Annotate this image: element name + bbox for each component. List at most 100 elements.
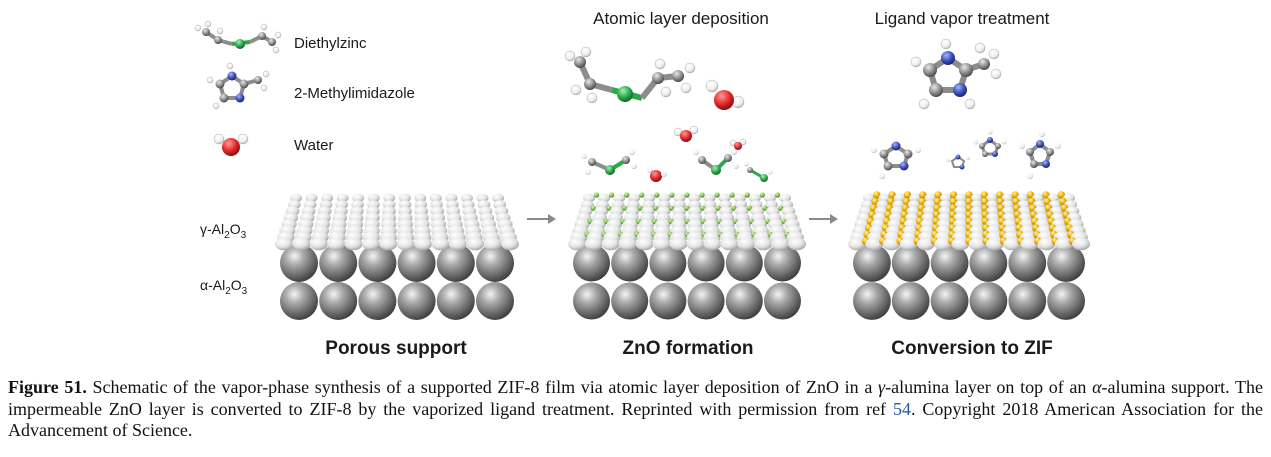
- gamma-sphere: [1037, 237, 1056, 251]
- gamma-sphere: [309, 237, 328, 251]
- alpha-alumina-spheres: [853, 244, 1085, 320]
- alpha-sphere: [358, 282, 397, 320]
- legend-label-water: Water: [294, 137, 333, 154]
- zif-particle: [1057, 191, 1066, 199]
- gamma-sphere: [635, 237, 654, 251]
- zif-particle: [1026, 191, 1035, 199]
- gamma-sphere: [643, 193, 656, 203]
- gamma-sphere: [367, 193, 380, 203]
- alpha-sphere: [649, 282, 687, 320]
- zno-particle: [606, 205, 612, 211]
- zif-particle: [949, 191, 958, 199]
- caption-text-1: Schematic of the vapor-phase synthesis o…: [86, 377, 879, 397]
- gamma-sphere: [1032, 193, 1045, 203]
- zno-particle: [729, 192, 735, 198]
- alpha-sphere: [611, 244, 649, 282]
- reference-link[interactable]: 54: [892, 398, 911, 419]
- gamma-sphere: [652, 237, 671, 251]
- water-small-icon: [673, 125, 699, 142]
- zno-particle: [684, 205, 690, 211]
- gamma-sphere: [955, 193, 968, 203]
- alpha-sphere: [930, 282, 969, 320]
- alpha-sphere: [969, 282, 1008, 320]
- alpha-sphere: [436, 282, 475, 320]
- gamma-sphere: [1003, 237, 1022, 251]
- alpha-sphere: [853, 244, 891, 282]
- gamma-sphere: [771, 237, 790, 251]
- zno-particle: [609, 192, 615, 198]
- gamma-sphere: [1072, 237, 1090, 251]
- water-large-icon: [705, 79, 745, 110]
- step-arrow-1: [527, 214, 556, 224]
- gamma-sphere: [327, 237, 346, 251]
- gamma-sphere: [414, 193, 427, 203]
- gamma-sphere: [598, 193, 611, 203]
- gamma-sphere: [583, 193, 595, 203]
- step-bottom-label-zno: ZnO formation: [623, 338, 754, 359]
- gamma-sphere: [909, 193, 922, 203]
- step-top-label-ald: Atomic layer deposition: [593, 9, 769, 28]
- gamma-sphere: [899, 237, 918, 251]
- legend-label-diethylzinc: Diethylzinc: [294, 35, 367, 52]
- gamma-sphere: [429, 193, 442, 203]
- gamma-alumina-label: γ-Al2O3: [200, 221, 247, 241]
- zno-particle: [622, 205, 628, 211]
- alpha-sphere: [319, 244, 358, 282]
- methylimidazole-molecule-icon: [206, 62, 270, 110]
- gamma-sphere: [618, 237, 637, 251]
- gamma-sphere: [970, 193, 983, 203]
- zno-particle: [759, 192, 766, 198]
- zno-particle: [668, 205, 675, 211]
- gamma-sphere: [460, 193, 473, 203]
- alpha-sphere: [764, 244, 801, 282]
- gamma-sphere: [686, 237, 705, 251]
- gamma-alumina-spheres: [848, 191, 1090, 251]
- gamma-sphere: [718, 193, 731, 203]
- water-tiny-icon: [729, 138, 747, 150]
- zno-particle: [637, 205, 643, 211]
- alpha-sphere: [397, 244, 436, 282]
- gamma-sphere: [673, 193, 686, 203]
- zno-particle: [778, 205, 784, 211]
- gamma-sphere: [628, 193, 641, 203]
- caption-text-2: -alumina layer on top of an: [885, 377, 1093, 397]
- gamma-sphere: [613, 193, 626, 203]
- gamma-sphere: [720, 237, 739, 251]
- caption-text-4: . Copyright 2018 American Association fo…: [8, 398, 1263, 441]
- gamma-sphere: [968, 237, 987, 251]
- alpha-sphere: [358, 244, 397, 282]
- gamma-sphere: [733, 193, 746, 203]
- zif-particle: [903, 191, 912, 199]
- alpha-sphere: [969, 244, 1008, 282]
- zno-particle: [684, 192, 690, 198]
- gamma-sphere: [703, 193, 716, 203]
- zno-particle: [639, 192, 645, 198]
- alpha-sphere: [476, 244, 514, 282]
- gamma-sphere: [336, 193, 349, 203]
- panel-porous-support: [275, 193, 519, 320]
- alpha-sphere: [573, 244, 610, 282]
- panel-conversion-to-zif: [848, 191, 1090, 320]
- zno-particle: [590, 205, 597, 211]
- zno-particle: [700, 205, 706, 211]
- gamma-sphere: [466, 237, 485, 251]
- gamma-sphere: [568, 237, 586, 251]
- step-bottom-label-zif: Conversion to ZIF: [891, 338, 1053, 359]
- alpha-sphere: [280, 244, 318, 282]
- gamma-sphere: [501, 237, 519, 251]
- gamma-sphere: [1020, 237, 1039, 251]
- gamma-sphere: [305, 193, 318, 203]
- figure-caption: Figure 51. Schematic of the vapor-phase …: [8, 377, 1263, 442]
- gamma-sphere: [431, 237, 450, 251]
- gamma-sphere: [1001, 193, 1014, 203]
- panel-zno-formation: [568, 192, 806, 320]
- alpha-sphere: [687, 244, 725, 282]
- gamma-sphere: [748, 193, 761, 203]
- caption-gamma-symbol: γ: [878, 377, 886, 397]
- alpha-sphere: [891, 282, 930, 320]
- caption-alpha-symbol: α: [1092, 377, 1102, 397]
- gamma-sphere: [398, 193, 411, 203]
- alpha-sphere: [611, 282, 649, 320]
- alpha-sphere: [891, 244, 930, 282]
- zno-particle: [593, 192, 600, 198]
